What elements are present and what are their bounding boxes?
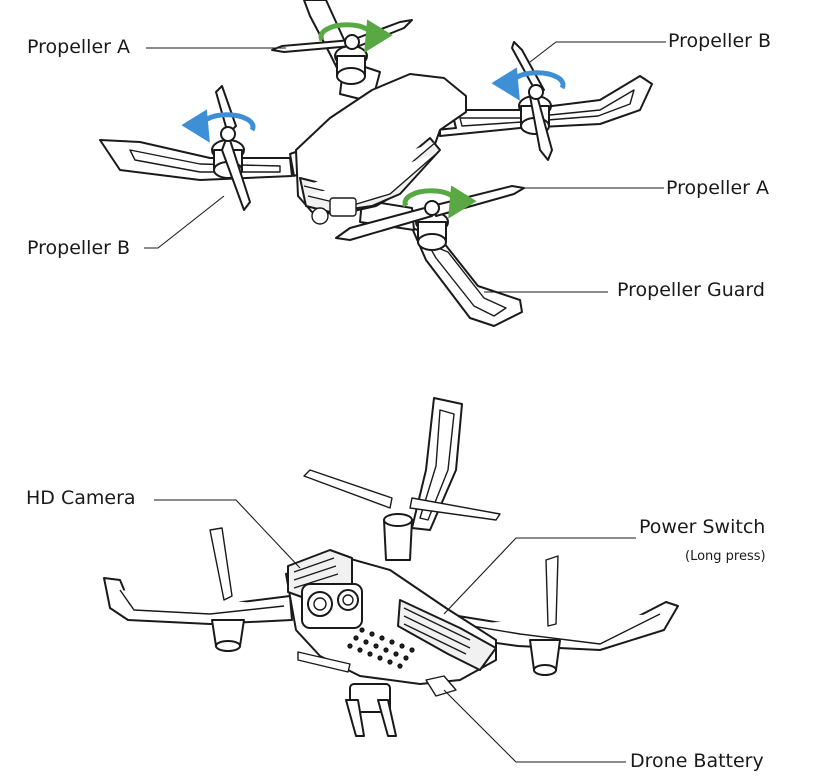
label-propeller-b-left: Propeller B (27, 237, 131, 259)
propeller-a-rotation-arrow (402, 185, 477, 219)
rotation-arrows (181, 19, 566, 219)
bottom-drone-illustration (103, 397, 679, 737)
left-arm-guard (99, 139, 293, 181)
label-power-switch-note: (Long press) (685, 549, 766, 564)
label-propeller-guard: Propeller Guard (617, 279, 765, 301)
bottom-motors (211, 513, 561, 737)
propeller-b-rotation-arrow (491, 67, 566, 101)
hd-camera-module (287, 549, 363, 629)
label-drone-battery: Drone Battery (630, 750, 764, 772)
drone-battery-latch (425, 675, 457, 697)
propeller-b-rotation-arrow (181, 109, 256, 143)
leader-lines (144, 41, 666, 763)
label-propeller-a-right: Propeller A (666, 177, 769, 199)
label-propeller-a-top-left: Propeller A (27, 36, 130, 58)
label-propeller-b-top-right: Propeller B (668, 30, 772, 52)
label-power-switch: Power Switch (639, 516, 766, 538)
label-hd-camera: HD Camera (26, 487, 136, 509)
top-drone-illustration (99, 0, 653, 327)
bottom-propellers (209, 527, 559, 673)
vent-grid (347, 627, 415, 669)
propeller-a-rotation-arrow (318, 19, 393, 53)
